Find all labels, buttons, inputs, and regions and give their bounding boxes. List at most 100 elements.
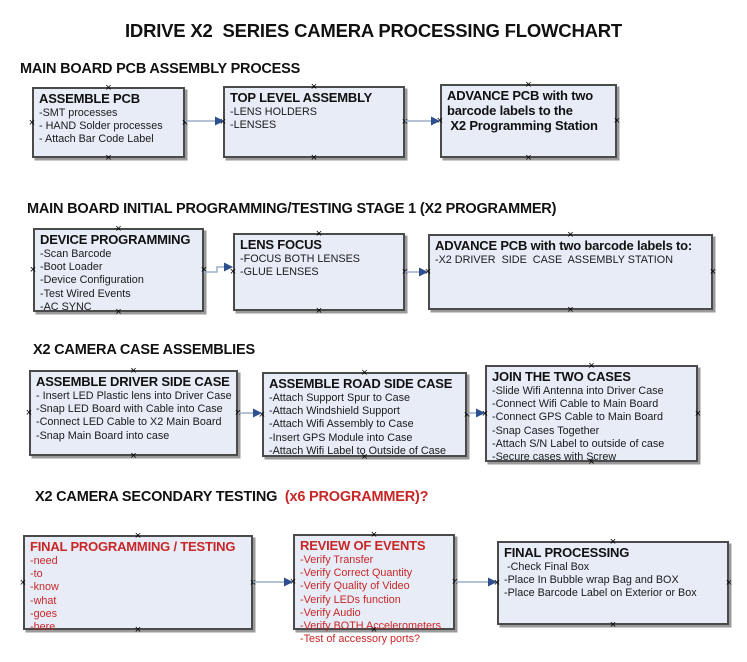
box-title: REVIEW OF EVENTS bbox=[300, 538, 426, 553]
box-title: ADVANCE PCB with two barcode labels to t… bbox=[447, 88, 598, 133]
flow-box-assemble-road-side-case[interactable]: ASSEMBLE ROAD SIDE CASE -Attach Support … bbox=[259, 368, 470, 463]
connection-handle-icon: × bbox=[525, 152, 532, 164]
connection-handle-icon: × bbox=[315, 305, 323, 317]
box-items: -Scan Barcode-Boot Loader-Device Configu… bbox=[40, 248, 198, 314]
connection-handle-icon: × bbox=[28, 116, 36, 129]
box-item: -Verify Quality of Video bbox=[300, 580, 410, 593]
connection-handle-icon: × bbox=[29, 264, 37, 276]
box-item: -Slide Wifi Antenna into Driver Case bbox=[492, 385, 664, 397]
box-item: -know bbox=[30, 581, 59, 594]
box-item: -to bbox=[30, 568, 43, 581]
box-item: -goes bbox=[30, 607, 58, 620]
box-item: -what bbox=[30, 594, 57, 607]
box-item: -LENS HOLDERS bbox=[230, 106, 317, 118]
box-item: -Attach Wifi Assembly to Case bbox=[269, 418, 414, 431]
box-title: ADVANCE PCB with two barcode labels to: bbox=[435, 238, 693, 253]
flow-arrow-row1-b[interactable] bbox=[405, 113, 441, 129]
box-item: -Place Barcode Label on Exterior or Box bbox=[504, 587, 697, 600]
flow-box-final-processing[interactable]: FINAL PROCESSING -Check Final Box-Place … bbox=[494, 537, 732, 631]
box-item: -Device Configuration bbox=[40, 274, 144, 287]
box-item: -LENSES bbox=[230, 119, 277, 132]
box-items: -Verify Transfer-Verify Correct Quantity… bbox=[300, 554, 449, 646]
box-item: - Attach Bar Code Label bbox=[39, 133, 154, 146]
box-item: -AC SYNC bbox=[40, 300, 92, 313]
box-items: -SMT processes- HAND Solder processes- A… bbox=[39, 107, 179, 147]
box-items: -Slide Wifi Antenna into Driver Case-Con… bbox=[492, 385, 692, 464]
section-header-secondary-testing: X2 CAMERA SECONDARY TESTING (x6 PROGRAMM… bbox=[35, 489, 428, 505]
box-item: -Verify BOTH Accelerometers bbox=[300, 620, 441, 633]
box-item: -Secure cases with Screw bbox=[492, 451, 617, 464]
flow-arrow-row3-b[interactable] bbox=[467, 405, 486, 421]
box-item: -Attach Windshield Support bbox=[269, 405, 400, 418]
box-item: -Verify Transfer bbox=[300, 554, 374, 566]
box-title: TOP LEVEL ASSEMBLY bbox=[230, 90, 373, 105]
box-item: -Test Wired Events bbox=[40, 287, 131, 300]
box-item: -need bbox=[30, 555, 58, 567]
box-title: ASSEMBLE DRIVER SIDE CASE bbox=[36, 374, 230, 389]
flow-arrow-row4-b[interactable] bbox=[455, 574, 498, 590]
box-items: -X2 DRIVER SIDE CASE ASSEMBLY STATION bbox=[435, 254, 707, 267]
box-item: -Attach Wifi Label to Outside of Case bbox=[269, 444, 447, 457]
connection-handle-icon: × bbox=[310, 152, 318, 164]
section-header-initial-programming: MAIN BOARD INITIAL PROGRAMMING/TESTING S… bbox=[27, 201, 557, 217]
box-title: JOIN THE TWO CASES bbox=[492, 369, 631, 384]
box-item: -Attach S/N Label to outside of case bbox=[492, 437, 665, 450]
box-item: -Test of accessory ports? bbox=[300, 633, 421, 646]
connection-handle-icon: × bbox=[725, 577, 733, 589]
flow-box-final-programming-testing[interactable]: FINAL PROGRAMMING / TESTING -need-to-kno… bbox=[20, 531, 256, 636]
connection-handle-icon: × bbox=[567, 304, 574, 316]
box-item: -FOCUS BOTH LENSES bbox=[240, 253, 360, 265]
connection-handle-icon: × bbox=[709, 266, 717, 278]
box-items: -need-to-know-what-goes-here bbox=[30, 555, 247, 634]
section-header-secondary-testing-red: (x6 PROGRAMMER)? bbox=[281, 489, 429, 505]
box-title: FINAL PROGRAMMING / TESTING bbox=[30, 539, 236, 554]
box-items: -Attach Support Spur to Case-Attach Wind… bbox=[269, 392, 461, 458]
flowchart-title: IDRIVE X2 SERIES CAMERA PROCESSING FLOWC… bbox=[124, 20, 623, 41]
box-items: -Check Final Box-Place In Bubble wrap Ba… bbox=[504, 561, 723, 601]
box-item: -GLUE LENSES bbox=[240, 266, 319, 279]
box-item: -here bbox=[30, 621, 56, 634]
flow-arrow-row3-a[interactable] bbox=[238, 405, 263, 421]
connection-handle-icon: × bbox=[25, 407, 33, 419]
box-item: -SMT processes bbox=[39, 107, 118, 119]
connection-handle-icon: × bbox=[694, 407, 702, 420]
flow-arrow-row2-b[interactable] bbox=[405, 264, 429, 280]
box-item: -Place In Bubble wrap Bag and BOX bbox=[504, 574, 679, 587]
connection-handle-icon: × bbox=[105, 152, 112, 164]
box-items: -FOCUS BOTH LENSES-GLUE LENSES bbox=[240, 253, 399, 279]
box-items: - Insert LED Plastic lens into Driver Ca… bbox=[36, 390, 232, 443]
section-header-pcb-assembly: MAIN BOARD PCB ASSEMBLY PROCESS bbox=[20, 61, 301, 77]
box-item: -X2 DRIVER SIDE CASE ASSEMBLY STATION bbox=[435, 254, 673, 266]
section-header-secondary-testing-black: X2 CAMERA SECONDARY TESTING bbox=[35, 489, 282, 505]
box-item: -Insert GPS Module into Case bbox=[269, 431, 413, 444]
flow-box-assemble-pcb[interactable]: ASSEMBLE PCB -SMT processes- HAND Solder… bbox=[29, 83, 188, 164]
box-title: LENS FOCUS bbox=[240, 237, 322, 252]
box-item: -Connect GPS Cable to Main Board bbox=[492, 411, 664, 424]
box-item: -Verify Audio bbox=[300, 606, 361, 619]
flow-box-lens-focus[interactable]: LENS FOCUS -FOCUS BOTH LENSES-GLUE LENSE… bbox=[230, 229, 408, 317]
box-item: -Snap LED Board with Cable into Case bbox=[36, 403, 223, 416]
connection-handle-icon: × bbox=[19, 576, 27, 589]
box-title: ASSEMBLE PCB bbox=[39, 91, 140, 106]
box-item: -Scan Barcode bbox=[40, 248, 112, 260]
flow-box-advance-pcb-programming-station[interactable]: ADVANCE PCB with two barcode labels to t… bbox=[437, 80, 620, 164]
flow-arrow-row4-a[interactable] bbox=[253, 574, 294, 590]
flow-arrow-row1-a[interactable] bbox=[185, 113, 225, 129]
flow-box-join-the-two-cases[interactable]: JOIN THE TWO CASES -Slide Wifi Antenna i… bbox=[482, 361, 701, 468]
box-item: - Insert LED Plastic lens into Driver Ca… bbox=[36, 390, 232, 402]
box-item: -Connect Wifi Cable to Main Board bbox=[492, 398, 659, 411]
box-item: -Snap Cases Together bbox=[492, 424, 600, 437]
flow-box-top-level-assembly[interactable]: TOP LEVEL ASSEMBLY -LENS HOLDERS-LENSES … bbox=[220, 82, 408, 164]
box-item: -Check Final Box bbox=[504, 561, 590, 573]
flow-box-advance-pcb-case-assembly[interactable]: ADVANCE PCB with two barcode labels to: … bbox=[425, 230, 716, 316]
box-title: DEVICE PROGRAMMING bbox=[40, 232, 191, 247]
flow-box-device-programming[interactable]: DEVICE PROGRAMMING -Scan Barcode-Boot Lo… bbox=[30, 224, 207, 318]
flow-arrow-row2-a[interactable] bbox=[204, 259, 234, 279]
box-item: -Verify Correct Quantity bbox=[300, 567, 413, 580]
flow-box-review-of-events[interactable]: REVIEW OF EVENTS -Verify Transfer-Verify… bbox=[290, 530, 458, 646]
box-item: -Attach Support Spur to Case bbox=[269, 392, 411, 404]
box-title: ASSEMBLE ROAD SIDE CASE bbox=[269, 376, 453, 391]
connection-handle-icon: × bbox=[130, 450, 137, 462]
flow-box-assemble-driver-side-case[interactable]: ASSEMBLE DRIVER SIDE CASE - Insert LED P… bbox=[26, 366, 241, 462]
